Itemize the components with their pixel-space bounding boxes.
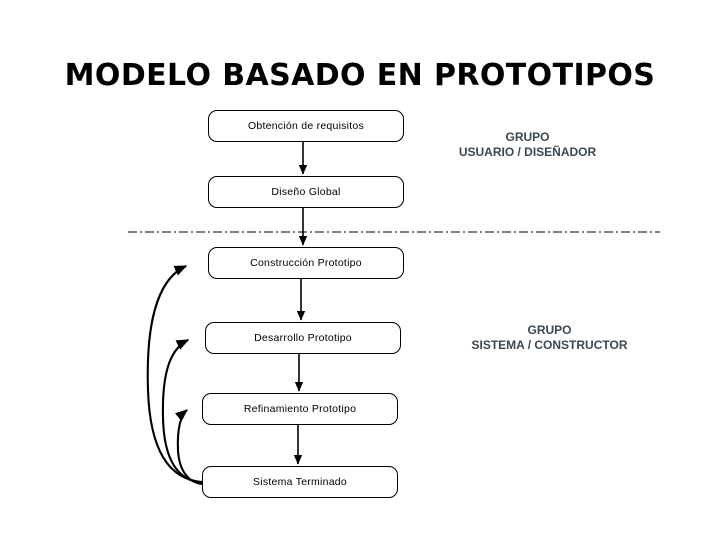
- flow-box-label: Construcción Prototipo: [250, 257, 362, 269]
- feedback-sistema-to-construccion: [146, 265, 204, 484]
- flow-box-label: Diseño Global: [271, 186, 341, 198]
- group-label-line1: GRUPO: [527, 323, 572, 337]
- group-label-line1: GRUPO: [505, 130, 550, 144]
- flow-box-sistema-terminado[interactable]: Sistema Terminado: [202, 466, 398, 498]
- group-label-line2: SISTEMA / CONSTRUCTOR: [471, 338, 628, 352]
- flow-box-obtencion-requisitos[interactable]: Obtención de requisitos: [208, 110, 404, 142]
- page-title: MODELO BASADO EN PROTOTIPOS: [64, 58, 656, 93]
- flow-box-diseno-global[interactable]: Diseño Global: [208, 176, 404, 208]
- group-label-line2: USUARIO / DISEÑADOR: [458, 145, 597, 159]
- flow-box-desarrollo-prototipo[interactable]: Desarrollo Prototipo: [205, 322, 401, 354]
- group-label-usuario-disenador: GRUPO USUARIO / DISEÑADOR: [450, 130, 605, 160]
- flow-box-construccion-prototipo[interactable]: Construcción Prototipo: [208, 247, 404, 279]
- feedback-sistema-to-refinamiento: [174, 409, 204, 486]
- flow-box-refinamiento-prototipo[interactable]: Refinamiento Prototipo: [202, 393, 398, 425]
- flow-box-label: Sistema Terminado: [253, 476, 347, 488]
- flow-box-label: Desarrollo Prototipo: [254, 332, 352, 344]
- group-label-sistema-constructor: GRUPO SISTEMA / CONSTRUCTOR: [462, 323, 637, 353]
- flow-box-label: Refinamiento Prototipo: [243, 403, 357, 415]
- flow-box-label: Obtención de requisitos: [247, 120, 365, 132]
- feedback-sistema-to-desarrollo: [161, 339, 204, 485]
